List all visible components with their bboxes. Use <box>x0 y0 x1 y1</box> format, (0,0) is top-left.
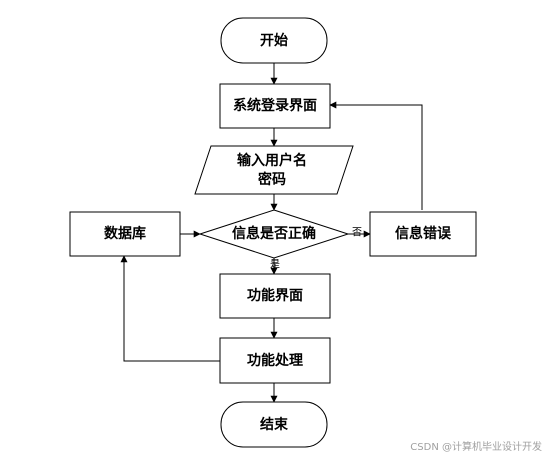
label-feature-ui: 功能界面 <box>247 287 303 304</box>
watermark: CSDN @计算机毕业设计开发 <box>410 442 542 453</box>
label-end: 结束 <box>260 416 289 433</box>
edge-processing-to-database <box>120 255 220 362</box>
label-input-line2: 密码 <box>257 171 286 188</box>
label-database: 数据库 <box>104 225 146 242</box>
label-processing: 功能处理 <box>247 352 303 369</box>
label-error: 信息错误 <box>395 225 452 242</box>
node-feature-ui <box>219 273 331 319</box>
edges <box>120 63 423 403</box>
edge-error-to-login <box>329 101 423 210</box>
edge-labels: 否 是 <box>270 227 362 271</box>
node-processing <box>219 337 331 384</box>
node-start <box>220 17 328 64</box>
label-check: 信息是否正确 <box>232 225 316 242</box>
label-input-line1: 输入用户名 <box>237 152 307 169</box>
node-database <box>69 211 181 257</box>
node-input <box>194 145 354 195</box>
edge-label-no: 否 <box>352 227 362 239</box>
node-end <box>220 401 328 448</box>
label-login-ui: 系统登录界面 <box>233 97 317 114</box>
node-check <box>198 209 350 259</box>
node-labels: 开始 系统登录界面 输入用户名 密码 信息是否正确 数据库 信息错误 功能界面 … <box>104 32 452 433</box>
label-start: 开始 <box>260 32 288 49</box>
edge-label-yes: 是 <box>270 259 280 271</box>
node-login-ui <box>219 83 331 129</box>
node-error <box>369 211 477 257</box>
nodes <box>69 17 477 448</box>
